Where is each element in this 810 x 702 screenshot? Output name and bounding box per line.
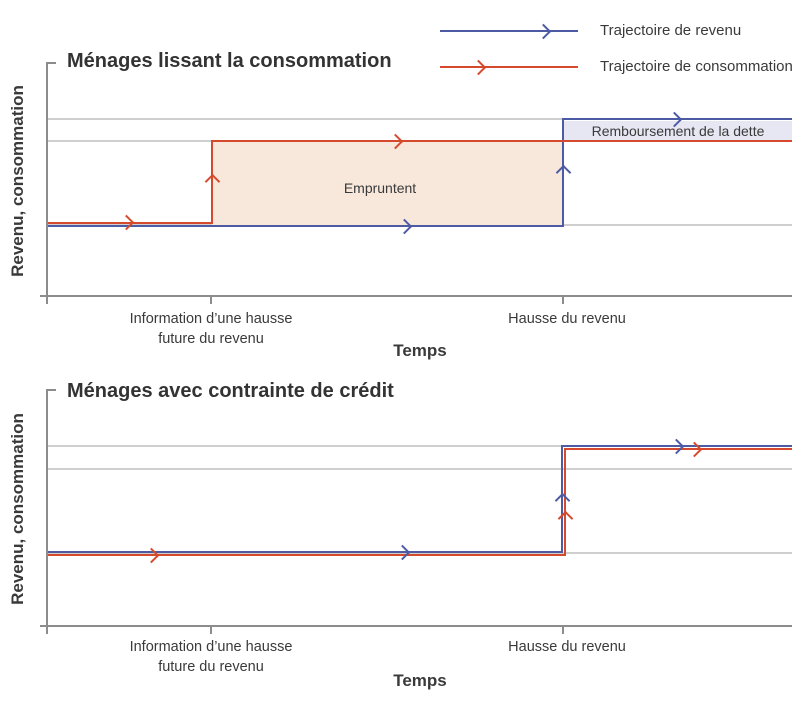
- y-axis: [46, 62, 48, 302]
- y-axis-label: Revenu, consommation: [8, 413, 27, 605]
- legend-consumption-line: [440, 66, 578, 68]
- income-line-high: [562, 118, 792, 120]
- arrow-up-icon: [554, 492, 571, 509]
- x-tick-label-information: Information d’une hausse future du reven…: [86, 637, 336, 677]
- y-axis-top-tick: [46, 62, 56, 64]
- debt-repayment-label: Remboursement de la dette: [591, 123, 765, 139]
- arrow-right-icon: [118, 214, 135, 231]
- income-line-high: [561, 445, 792, 447]
- debt-repayment-region: Remboursement de la dette: [564, 121, 792, 141]
- income-line-low: [47, 225, 564, 227]
- arrow-right-icon: [394, 544, 411, 561]
- gridline-middle: [48, 468, 792, 470]
- income-line-step: [562, 118, 564, 227]
- x-axis-tick: [46, 297, 48, 304]
- legend-consumption-label: Trajectoire de consommation: [600, 58, 793, 75]
- x-tick-line2: future du revenu: [158, 659, 264, 675]
- x-axis-tick: [210, 297, 212, 304]
- x-tick-line1: Hausse du revenu: [508, 311, 626, 327]
- arrow-right-icon: [535, 23, 552, 40]
- y-axis-top-tick: [46, 389, 56, 391]
- consumption-line-step: [211, 140, 213, 224]
- gridline-income-high: [48, 118, 792, 120]
- legend-income-label: Trajectoire de revenu: [600, 22, 742, 39]
- arrow-right-icon: [470, 59, 487, 76]
- income-line-step: [561, 445, 563, 553]
- x-axis: [40, 625, 792, 627]
- x-axis-label: Temps: [393, 341, 447, 360]
- x-tick-label-information: Information d’une hausse future du reven…: [86, 309, 336, 349]
- x-axis: [40, 295, 792, 297]
- x-tick-line1: Hausse du revenu: [508, 639, 626, 655]
- gridline-income-high: [48, 445, 792, 447]
- arrow-right-icon: [668, 438, 685, 455]
- x-axis-tick: [562, 297, 564, 304]
- x-tick-line2: future du revenu: [158, 331, 264, 347]
- x-tick-label-income-rise: Hausse du revenu: [442, 637, 692, 657]
- x-axis-tick: [210, 627, 212, 634]
- legend-income-line: [440, 30, 578, 32]
- y-axis: [46, 389, 48, 632]
- panel-title: Ménages lissant la consommation: [67, 50, 392, 72]
- consumption-line-high: [211, 140, 792, 142]
- consumption-line-low: [47, 554, 566, 556]
- consumption-line-low: [47, 222, 212, 224]
- consumption-line-high: [564, 448, 792, 450]
- x-tick-line1: Information d’une hausse: [129, 639, 293, 655]
- y-axis-label: Revenu, consommation: [8, 85, 27, 277]
- borrowing-region: [212, 142, 563, 226]
- x-tick-label-income-rise: Hausse du revenu: [442, 309, 692, 329]
- x-tick-line1: Information d’une hausse: [129, 311, 293, 327]
- consumption-line-step: [564, 448, 566, 556]
- x-axis-label: Temps: [393, 671, 447, 690]
- borrowing-label: Empruntent: [343, 180, 417, 196]
- income-line-low: [47, 551, 563, 553]
- x-axis-tick: [46, 627, 48, 634]
- panel-title: Ménages avec contrainte de crédit: [67, 380, 394, 402]
- x-axis-tick: [562, 627, 564, 634]
